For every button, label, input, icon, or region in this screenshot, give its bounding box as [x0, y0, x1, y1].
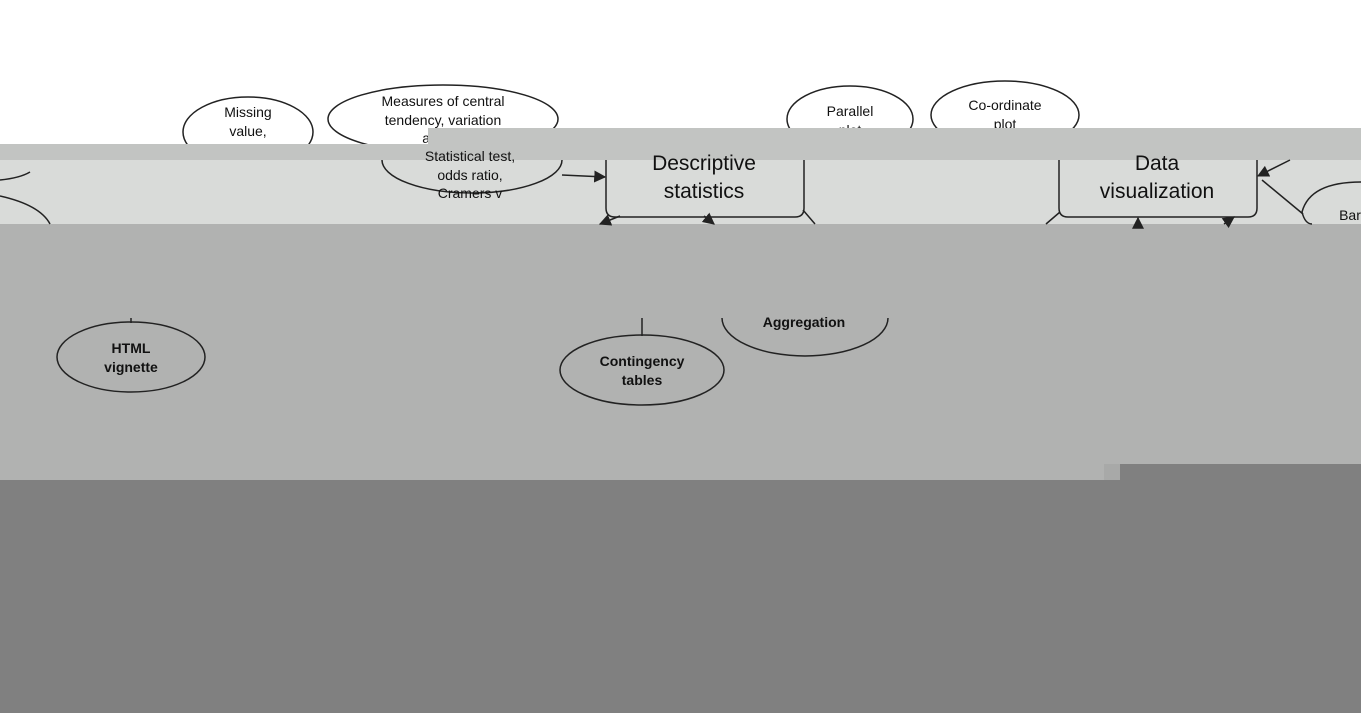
fg-edge-datavis-left — [1045, 211, 1061, 225]
node-html-vignette-line1: HTML — [112, 340, 151, 356]
node-parallel-plot-line1: Parallel — [827, 103, 874, 119]
overlay-band-dark — [0, 480, 1361, 713]
node-bar-label: Bar — [1339, 207, 1361, 223]
node-statistical-test: Statistical test, odds ratio, Cramers v — [381, 148, 563, 201]
node-aggregation-label: Aggregation — [763, 314, 845, 330]
node-contingency-tables-line1: Contingency — [600, 353, 685, 369]
fg-left-edge-lower — [0, 195, 51, 225]
node-statistical-test-line3: Cramers v — [438, 185, 503, 201]
node-descriptive-statistics-line1: Descriptive — [652, 152, 756, 175]
node-data-visualization: Data visualization — [1058, 152, 1258, 218]
overlay-band-light — [0, 160, 1361, 224]
fg-edge-top-right — [1256, 159, 1291, 177]
node-html-vignette-line2: vignette — [104, 359, 158, 375]
node-bar: Bar — [1301, 181, 1361, 225]
node-coordinate-plot-line1: Co-ordinate — [968, 97, 1041, 113]
fg-edge-statistical-test — [561, 170, 607, 183]
node-contingency-tables: Contingency tables — [559, 318, 725, 406]
overlay-band-main-lower — [0, 464, 1104, 480]
overlay-band-notch — [1104, 464, 1120, 480]
node-statistical-test-line1: Statistical test, — [425, 148, 515, 164]
node-central-tendency-line2: tendency, variation — [385, 112, 501, 128]
node-contingency-tables-line2: tables — [622, 372, 663, 388]
node-statistical-test-line2: odds ratio, — [437, 167, 502, 183]
overlay-band-right-dark — [1120, 464, 1361, 480]
node-central-tendency-line1: Measures of central — [382, 93, 505, 109]
node-html-vignette: HTML vignette — [56, 318, 206, 393]
fg-edge-descriptive-right — [802, 209, 816, 225]
node-descriptive-statistics-line2: statistics — [664, 180, 745, 203]
fg-left-edge-upper — [0, 171, 31, 181]
node-missing-value-line2: value, — [229, 123, 266, 139]
node-descriptive-statistics: Descriptive statistics — [605, 152, 805, 218]
fg-edge-datavis-right — [1221, 216, 1235, 229]
fg-edge-bar — [1261, 179, 1304, 215]
node-aggregation: Aggregation — [721, 314, 889, 357]
overlay-band-top-right — [428, 128, 1361, 160]
node-data-visualization-line1: Data — [1135, 152, 1180, 175]
node-missing-value-line1: Missing — [224, 104, 271, 120]
overlay-band-main — [0, 224, 1361, 464]
node-data-visualization-line2: visualization — [1100, 180, 1214, 203]
